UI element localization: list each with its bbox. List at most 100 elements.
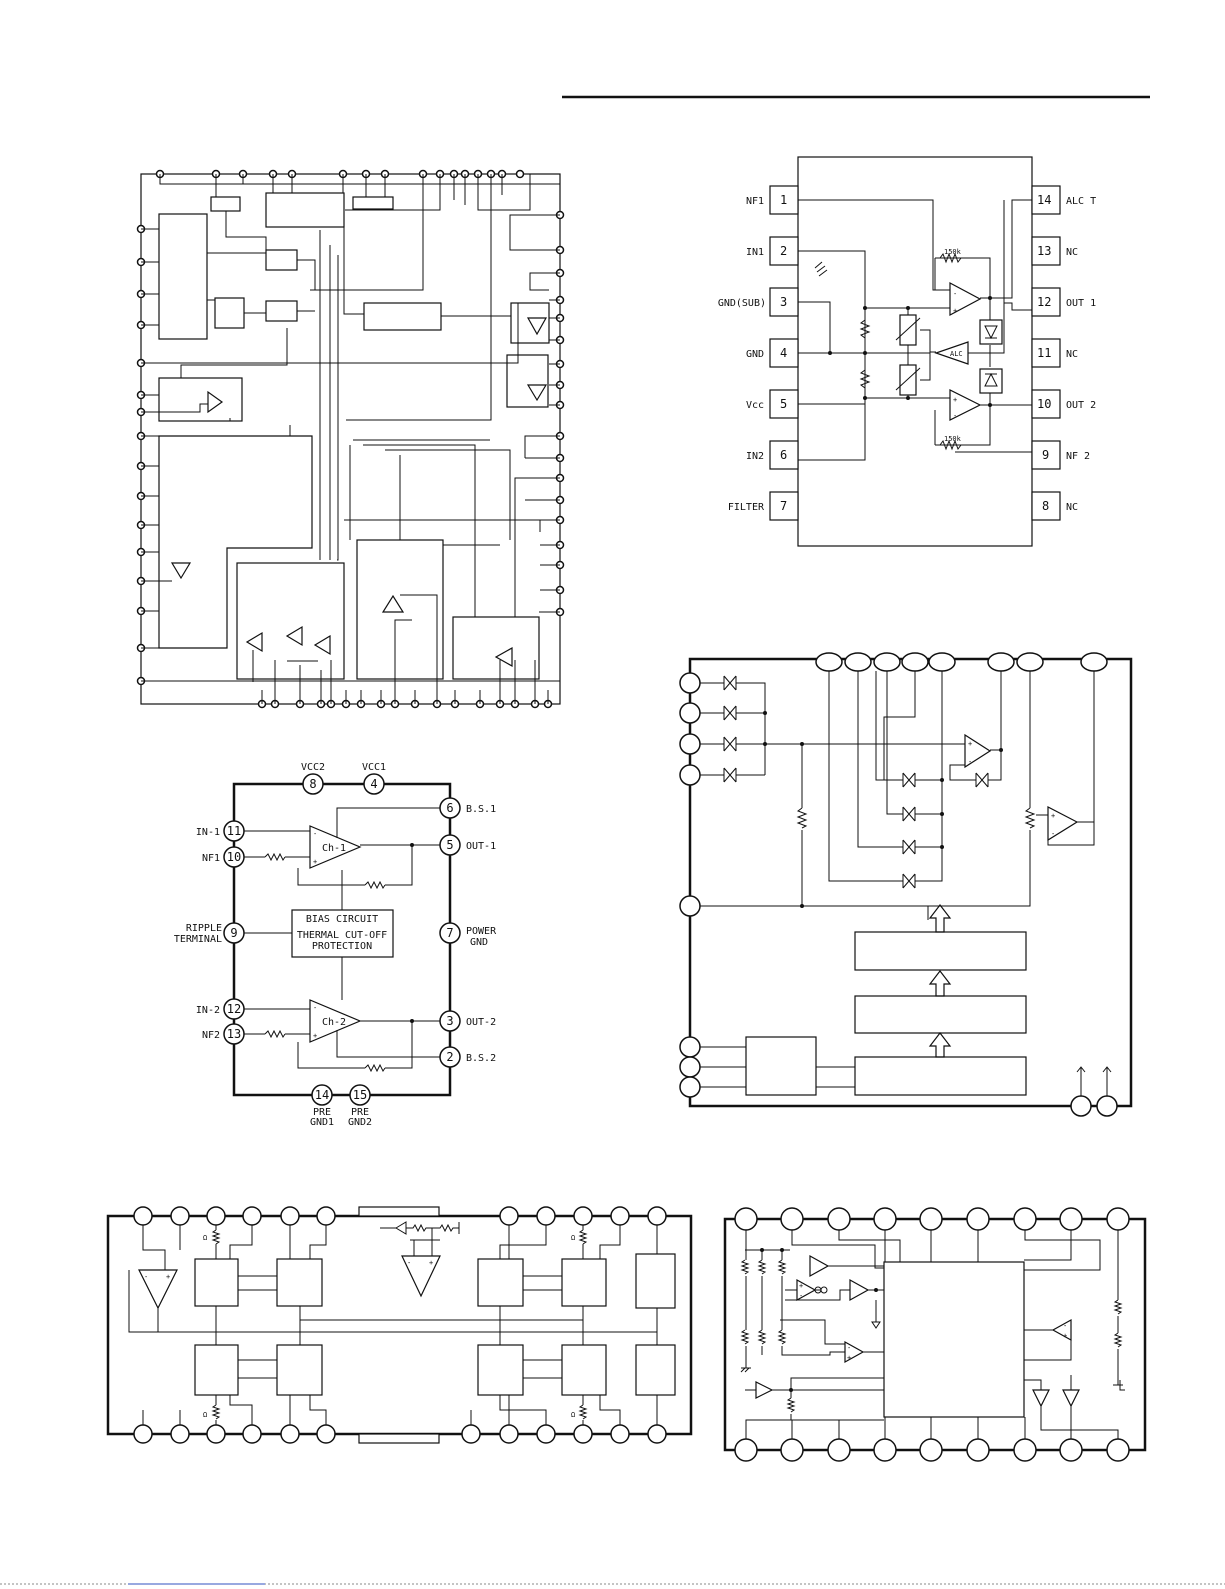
- amp-ch1-label: Ch-1: [322, 843, 346, 854]
- pin-3-num: 3: [780, 295, 787, 309]
- svg-text:+: +: [968, 740, 972, 748]
- svg-text:-: -: [313, 830, 317, 838]
- pin-6-name: IN2: [746, 451, 764, 462]
- svg-text:-: -: [1051, 830, 1055, 838]
- pin-6-name: B.S.1: [466, 804, 496, 815]
- diagram-bottom-right-ic: + - - + - +: [723, 1207, 1147, 1462]
- svg-text:-: -: [313, 1004, 317, 1012]
- pin-11-number: 11: [227, 824, 241, 838]
- svg-text:-: -: [968, 758, 972, 766]
- pin-14-name: PRE: [313, 1107, 331, 1118]
- pin-15-name: PRE: [351, 1107, 369, 1118]
- pin-9-num: 9: [1042, 448, 1049, 462]
- svg-text:+: +: [429, 1259, 433, 1267]
- pin-3-name: OUT-2: [466, 1017, 496, 1028]
- svg-text:+: +: [313, 1032, 317, 1040]
- svg-text:+: +: [799, 1282, 803, 1290]
- pin-9-name: NF 2: [1066, 451, 1090, 462]
- svg-text:+: +: [313, 858, 317, 866]
- diagram-dual-amplifier: 8 4 6 11 10 5 9 7 12 3 13 2 14 15 VCC2 V…: [174, 762, 497, 1128]
- pin-1-name: NF1: [746, 196, 764, 207]
- pin-13-name: NF2: [202, 1030, 220, 1041]
- diagram-top-left-ic: [136, 169, 565, 709]
- pin-15-number: 15: [353, 1088, 367, 1102]
- pin-13-num: 13: [1037, 244, 1051, 258]
- thermal-cutoff-label: THERMAL CUT-OFF: [297, 930, 387, 941]
- ohm-mark-2: Ω: [571, 1234, 575, 1242]
- svg-text:+: +: [1063, 1332, 1067, 1340]
- pin-12-name: OUT 1: [1066, 298, 1096, 309]
- pin-4-number: 4: [370, 777, 377, 791]
- pin-2-num: 2: [780, 244, 787, 258]
- pin-14-name2: GND1: [310, 1117, 334, 1128]
- pin-10-name: NF1: [202, 853, 220, 864]
- pin-15-name2: GND2: [348, 1117, 372, 1128]
- alc-label: ALC: [950, 350, 963, 358]
- pin-13-name: NC: [1066, 247, 1078, 258]
- pin-11-name: IN-1: [196, 827, 220, 838]
- pin-9-name: RIPPLE: [186, 923, 222, 934]
- pin-7-name: FILTER: [728, 502, 765, 513]
- resistor-150k-top: 150k: [944, 248, 962, 256]
- pin-2-name: IN1: [746, 247, 764, 258]
- svg-text:+: +: [166, 1273, 170, 1281]
- pin-9-number: 9: [230, 926, 237, 940]
- pin-11-name: NC: [1066, 349, 1078, 360]
- pin-12-name: IN-2: [196, 1005, 220, 1016]
- pin-8-num: 8: [1042, 499, 1049, 513]
- pin-5-num: 5: [780, 397, 787, 411]
- bias-circuit-label: BIAS CIRCUIT: [306, 914, 378, 925]
- pin-8-number: 8: [309, 777, 316, 791]
- pin-12-num: 12: [1037, 295, 1051, 309]
- pin-14-name: ALC T: [1066, 196, 1096, 207]
- pin-5-name: OUT-1: [466, 841, 496, 852]
- pin-2-name: B.S.2: [466, 1053, 496, 1064]
- pin-1-num: 1: [780, 193, 787, 207]
- pin-5-number: 5: [446, 838, 453, 852]
- pin-4-name: GND: [746, 349, 764, 360]
- svg-text:-: -: [953, 412, 957, 420]
- svg-text:-: -: [1063, 1322, 1067, 1330]
- pin-10-number: 10: [227, 850, 241, 864]
- pin-6-number: 6: [446, 801, 453, 815]
- pin-3-number: 3: [446, 1014, 453, 1028]
- left-pin-column: 1 2 3 4 5 6 7 NF1 IN1 GND(SUB) GND Vcc I…: [718, 185, 799, 521]
- pin-13-number: 13: [227, 1027, 241, 1041]
- svg-text:+: +: [953, 307, 957, 315]
- ohm-mark-4: Ω: [571, 1411, 575, 1419]
- pin-6-num: 6: [780, 448, 787, 462]
- pin-4-name: VCC1: [362, 762, 386, 773]
- pin-14-num: 14: [1037, 193, 1051, 207]
- diagram-top-right-ic: 1 2 3 4 5 6 7 NF1 IN1 GND(SUB) GND Vcc I…: [718, 156, 1096, 547]
- ohm-mark-3: Ω: [203, 1411, 207, 1419]
- svg-text:-: -: [847, 1344, 851, 1352]
- ohm-mark-1: Ω: [203, 1234, 207, 1242]
- right-pin-column: 14 13 12 11 10 9 8 ALC T NC OUT 1 NC OUT…: [1031, 185, 1096, 521]
- pin-8-name: VCC2: [301, 762, 325, 773]
- pin-7-num: 7: [780, 499, 787, 513]
- pin-8-name: NC: [1066, 502, 1078, 513]
- pin-11-num: 11: [1037, 346, 1051, 360]
- svg-text:+: +: [847, 1354, 851, 1362]
- diagram-switch-array-ic: +- +-: [679, 652, 1133, 1117]
- pin-9-name2: TERMINAL: [174, 934, 222, 945]
- pin-3-name: GND(SUB): [718, 298, 766, 309]
- pin-12-number: 12: [227, 1002, 241, 1016]
- pin-5-name: Vcc: [746, 400, 764, 411]
- svg-text:-: -: [144, 1273, 148, 1281]
- pin-7-name: POWER: [466, 926, 497, 937]
- amp-ch2-label: Ch-2: [322, 1017, 346, 1028]
- protection-label: PROTECTION: [312, 941, 372, 952]
- pin-7-name2: GND: [470, 937, 488, 948]
- svg-text:-: -: [799, 1292, 803, 1300]
- resistor-150k-bottom: 150k: [944, 435, 962, 443]
- svg-text:+: +: [953, 396, 957, 404]
- pin-4-num: 4: [780, 346, 787, 360]
- pin-2-number: 2: [446, 1050, 453, 1064]
- pin-7-number: 7: [446, 926, 453, 940]
- diagram-bottom-left-ic: - + - +: [106, 1206, 693, 1444]
- pin-10-num: 10: [1037, 397, 1051, 411]
- svg-text:-: -: [953, 290, 957, 298]
- svg-text:-: -: [407, 1259, 411, 1267]
